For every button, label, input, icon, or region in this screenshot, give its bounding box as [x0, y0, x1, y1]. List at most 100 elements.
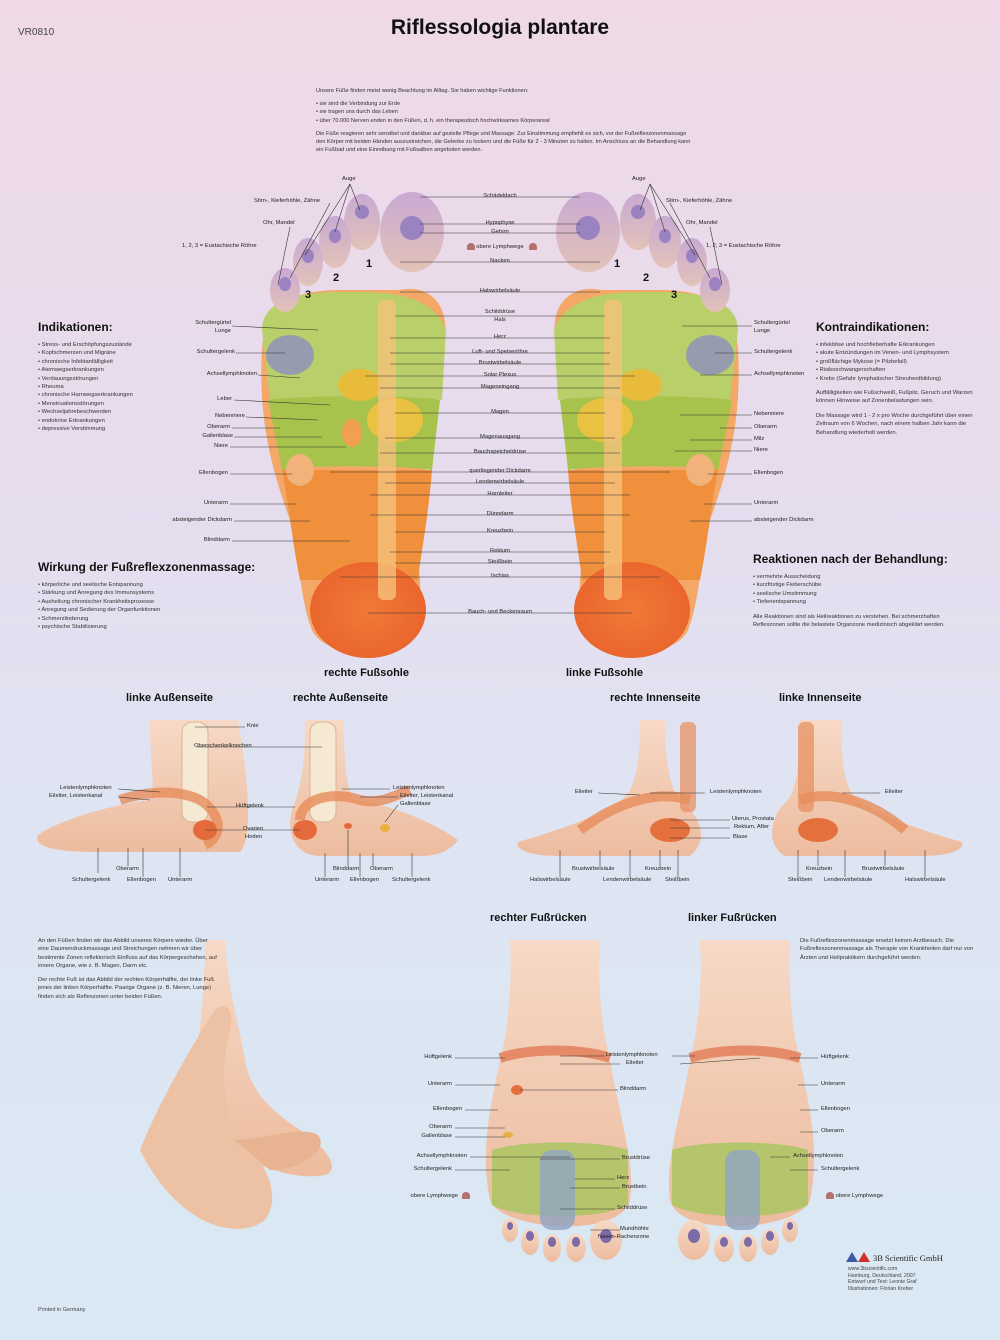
list-item: Ausheilung chronischer Krankheitsprozess…: [38, 598, 258, 606]
massage-paragraph-2: Der rechte Fuß ist das Abbild der rechte…: [38, 977, 214, 1000]
sole-label: Nebenniere: [215, 413, 245, 419]
left-sole-illustration: [554, 192, 739, 658]
sole-label: Hals: [494, 317, 506, 323]
dorsal-label: Hüftgelenk: [821, 1054, 849, 1060]
side-label: Knie: [247, 723, 259, 729]
list-item: Stärkung und Anregung des Immunsystems: [38, 589, 258, 597]
sole-label: Ohr, Mandel: [263, 220, 295, 226]
side-label: Halswirbelsäule: [530, 877, 571, 883]
side-label: Kreuzbein: [806, 866, 833, 872]
wirkung-list: körperliche und seelische Entspannung St…: [38, 581, 258, 631]
list-item: großflächige Mykose (= Pilzbefall): [816, 358, 976, 366]
left-inner-side-illustration: [772, 720, 963, 856]
side-label: Hüftgelenk: [236, 803, 264, 809]
dorsal-leader-lines: [455, 1055, 818, 1231]
dorsal-label: Achsellymphknoten: [416, 1153, 467, 1159]
intro-bullet: über 70.000 Nerven enden in den Füßen, d…: [316, 117, 696, 125]
list-item: kurzfristige Fieberschübe: [753, 581, 968, 589]
kontra-paragraph-1: Auffälligkeiten wie Fußschweiß, Fußpilz,…: [816, 390, 973, 405]
company-logo-icon: [846, 1252, 870, 1262]
sole-label: Schädeldach: [483, 193, 517, 199]
dorsal-label: obere Lymphwege: [410, 1193, 458, 1200]
sole-label: Ohr, Mandel: [686, 220, 718, 226]
intro-bullets: sie sind die Verbindung zur Erde sie tra…: [316, 100, 696, 125]
kontra-block: Kontraindikationen: infektiöse und hochf…: [816, 320, 976, 437]
dorsal-label: Mundhöhle: [620, 1226, 649, 1232]
kontra-title: Kontraindikationen:: [816, 320, 930, 334]
side-label: Eileiter, Leistenkanal: [49, 793, 103, 799]
sole-label: Auge: [632, 176, 646, 182]
dorsal-label: Unterarm: [821, 1081, 846, 1087]
left-dorsal-title: linker Fußrücken: [688, 912, 777, 924]
eustach-number-3: 3: [305, 289, 312, 301]
eustach-number-2: 2: [643, 272, 650, 284]
dorsal-label: Oberarm: [429, 1124, 452, 1130]
sole-label: Halswirbelsäule: [479, 288, 521, 294]
side-label: Blase: [733, 834, 748, 840]
side-label: Oberarm: [116, 866, 139, 872]
sole-leader-lines: [230, 183, 752, 614]
sole-label: Ellenbogen: [198, 470, 228, 476]
massage-text: An den Füßen finden wir das Abbild unser…: [38, 937, 218, 1001]
sole-label: Schultergelenk: [754, 349, 793, 355]
side-view-title: linke Außenseite: [126, 692, 214, 704]
list-item: Risikoschwangerschaften: [816, 366, 976, 374]
sole-label: absteigender Dickdarm: [172, 517, 232, 523]
side-label: Ellenbogen: [127, 877, 157, 883]
credits: www.3bscientific.com Hamburg, Deutschlan…: [848, 1266, 917, 1292]
sole-label: Steißbein: [487, 559, 513, 565]
sole-label: Gehirn: [491, 229, 509, 235]
dorsal-label: Ellenbogen: [432, 1106, 462, 1112]
sole-label: Lunge: [754, 328, 771, 334]
left-dorsal-illustration: [669, 940, 815, 1262]
sole-label: Leber: [217, 396, 232, 402]
intro-paragraph-1: Unsere Füße finden meist wenig Beachtung…: [316, 88, 529, 94]
side-label: Leistenlymphknoten: [60, 785, 112, 791]
hand-massage-illustration: [140, 940, 332, 1229]
list-item: seelische Umstimmung: [753, 590, 968, 598]
side-label: Unterarm: [168, 877, 193, 883]
eustach-number-1: 1: [366, 258, 373, 270]
lymph-icon: [529, 243, 538, 250]
printed-in: Printed in Germany: [38, 1307, 86, 1313]
sole-label: Niere: [754, 447, 768, 453]
page-title: Riflessologia plantare: [390, 16, 610, 39]
reaktionen-paragraph: Alle Reaktionen sind als Heilreaktionen …: [753, 613, 945, 629]
dorsal-label: Achsellymphknoten: [793, 1153, 844, 1159]
sole-label: Oberarm: [754, 424, 777, 430]
dorsal-label: Blinddarm: [620, 1086, 647, 1092]
sole-label: Gallenblase: [202, 433, 233, 439]
dorsal-label-lymph: obere Lymphwege: [411, 1192, 470, 1200]
list-item: Wechseljahrebeschwerden: [38, 408, 218, 416]
intro-paragraph-2: Die Füße reagieren sehr sensibel und dan…: [316, 130, 691, 154]
credit-line: www.3bscientific.com: [848, 1266, 898, 1272]
sole-label: Milz: [754, 436, 765, 442]
sole-label: Oberarm: [207, 424, 230, 430]
intro-text: Unsere Füße finden meist wenig Beachtung…: [316, 87, 696, 159]
sole-label: Bauch- und Beckenraum: [468, 609, 532, 615]
dorsal-label: Eileiter: [626, 1060, 644, 1066]
list-item: körperliche und seelische Entspannung: [38, 581, 258, 589]
indikationen-list: Stress- und Erschöpfungszustände Kopfsch…: [38, 341, 218, 433]
list-item: infektiöse und hochfieberhafte Erkrankun…: [816, 341, 976, 349]
dorsal-label: Schultergelenk: [821, 1166, 860, 1172]
right-dorsal-title: rechter Fußrücken: [490, 912, 587, 924]
right-dorsal-illustration: [485, 940, 631, 1262]
dorsal-label: Unterarm: [427, 1081, 452, 1087]
wirkung-block: Wirkung der Fußreflexzonenmassage: körpe…: [38, 560, 258, 631]
list-item: Stress- und Erschöpfungszustände: [38, 341, 218, 349]
lymph-icon: [466, 243, 475, 250]
side-label: Steißbein: [788, 877, 813, 883]
indikationen-block: Indikationen: Stress- und Erschöpfungszu…: [38, 320, 218, 433]
sole-label: Brustwirbelsäule: [478, 360, 522, 366]
side-label: Oberschenkelknochen: [194, 743, 252, 749]
dorsal-label: Leistenlymphknoten: [606, 1052, 658, 1058]
right-inner-side-illustration: [517, 720, 701, 856]
lymph-icon: [826, 1192, 834, 1199]
side-label: Blinddarm: [333, 866, 360, 872]
sole-label: Nacken: [490, 258, 510, 264]
side-label: Unterarm: [315, 877, 340, 883]
dorsal-label: Schilddrüse: [617, 1205, 648, 1211]
